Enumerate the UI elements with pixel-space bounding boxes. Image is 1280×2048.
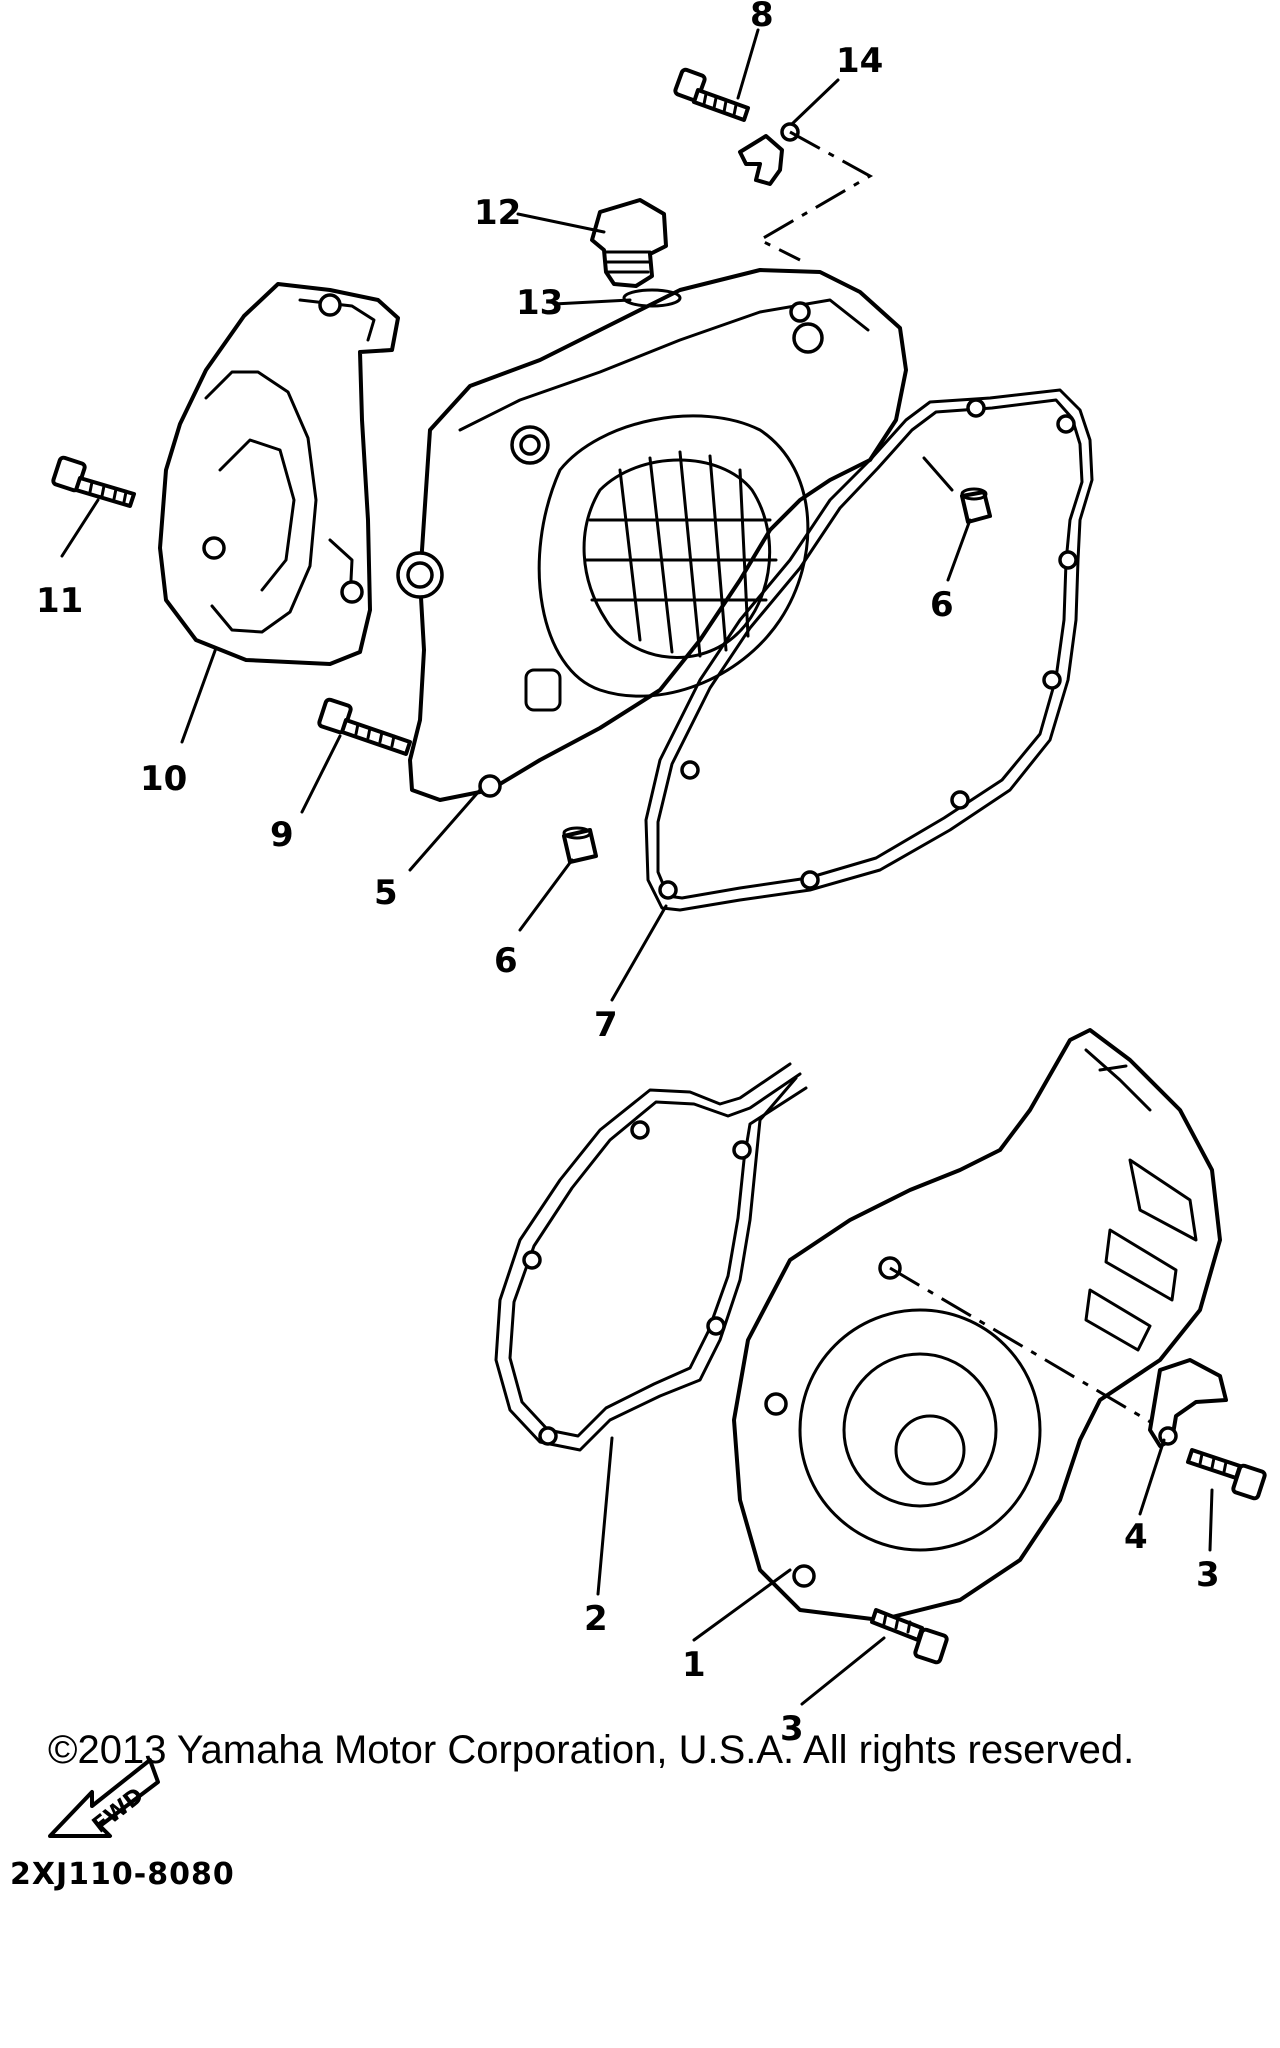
part-13-o-ring	[622, 288, 682, 308]
callout-8: 8	[750, 0, 774, 35]
callout-10: 10	[140, 759, 187, 799]
callout-6-right: 6	[930, 585, 954, 625]
copyright-notice: ©2013 Yamaha Motor Corporation, U.S.A. A…	[48, 1728, 1135, 1772]
part-5-crankcase-cover	[396, 268, 908, 802]
part-11-bolt	[51, 455, 136, 508]
part-3-bolt-bottom	[870, 1608, 949, 1665]
part-7-cover-gasket	[644, 388, 1094, 912]
leader-lines	[60, 28, 1214, 1706]
drawing-code: 2XJ110-8080	[10, 1857, 235, 1892]
callout-3-bottom: 3	[780, 1709, 804, 1749]
callout-13: 13	[516, 283, 563, 323]
part-9-bolt	[317, 697, 412, 756]
callout-11: 11	[36, 581, 83, 621]
part-12-filler-plug	[590, 198, 668, 288]
part-14-clamp	[738, 122, 800, 186]
callout-9: 9	[270, 815, 294, 855]
callout-7: 7	[594, 1005, 618, 1045]
part-10-outer-cover	[158, 282, 400, 666]
callout-3-right: 3	[1196, 1555, 1220, 1595]
part-1-alignment-line	[889, 1266, 1165, 1432]
part-8-bolt	[673, 67, 750, 122]
callout-14: 14	[836, 41, 883, 81]
part-6-dowel-pin-left	[562, 826, 598, 864]
part-1-crankcase-cover	[732, 1028, 1222, 1622]
callout-12: 12	[474, 193, 521, 233]
part-6-dowel-pin-right	[960, 487, 992, 524]
part-2-gasket	[494, 1062, 808, 1452]
part-14-alignment-line	[756, 130, 874, 262]
callout-6-left: 6	[494, 941, 518, 981]
part-4-clamp	[1148, 1358, 1228, 1448]
callout-4: 4	[1124, 1517, 1148, 1557]
callout-2: 2	[584, 1599, 608, 1639]
callout-1: 1	[682, 1645, 706, 1685]
part-3-bolt-right	[1186, 1448, 1267, 1501]
callout-5: 5	[374, 873, 398, 913]
